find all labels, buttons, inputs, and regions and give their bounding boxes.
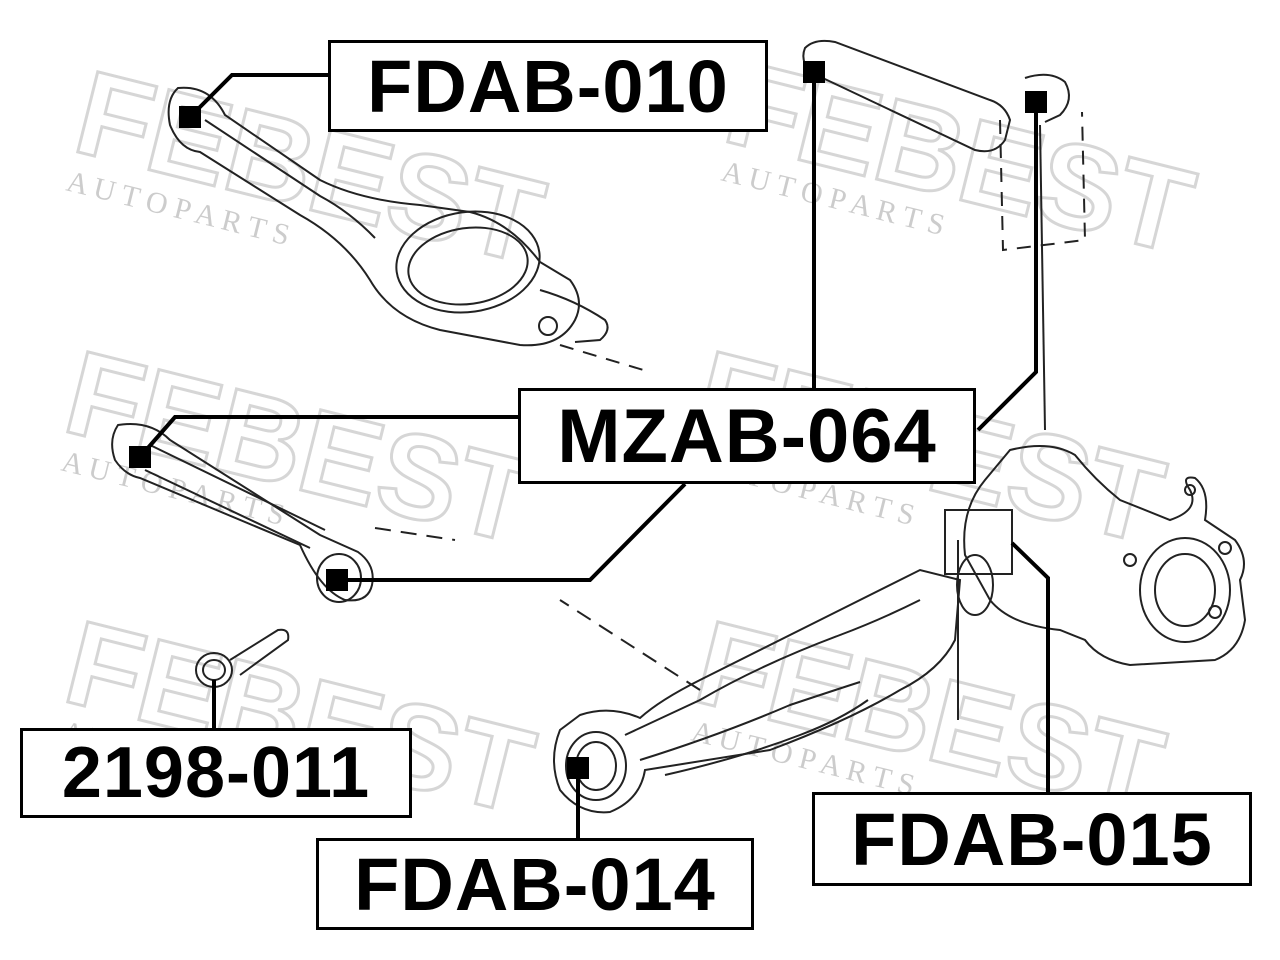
leader-mzab-064-lower (337, 482, 687, 582)
marker-mzab-064-right (1025, 91, 1047, 113)
part-label-mzab-064: MZAB-064 (518, 388, 976, 484)
leader-mzab-064-left (138, 415, 520, 459)
part-label-fdab-015: FDAB-015 (812, 792, 1252, 886)
marker-mzab-064-left (129, 446, 151, 468)
leader-mzab-064-right (976, 102, 1038, 432)
knuckle-hub-drawing (963, 445, 1247, 667)
part-label-2198-011: 2198-011 (20, 728, 412, 818)
marker-fdab-014 (567, 757, 589, 779)
watermark-brand: FEBEST (54, 325, 546, 570)
upper-trailing-arm-drawing (167, 86, 651, 373)
callout-markers (129, 61, 1047, 779)
leader-lines (138, 72, 1050, 840)
leader-fdab-015 (1010, 541, 1050, 795)
leader-fdab-010 (188, 73, 330, 119)
watermark-brand: FEBEST (714, 35, 1206, 280)
part-label-fdab-010: FDAB-010 (328, 40, 768, 132)
lower-control-arm-drawing (553, 568, 962, 814)
part-label-fdab-014: FDAB-014 (316, 838, 754, 930)
marker-mzab-064-lower (326, 569, 348, 591)
rear-bushing-drawing (944, 509, 1013, 720)
marker-mzab-064-top (803, 61, 825, 83)
marker-fdab-010 (179, 106, 201, 128)
